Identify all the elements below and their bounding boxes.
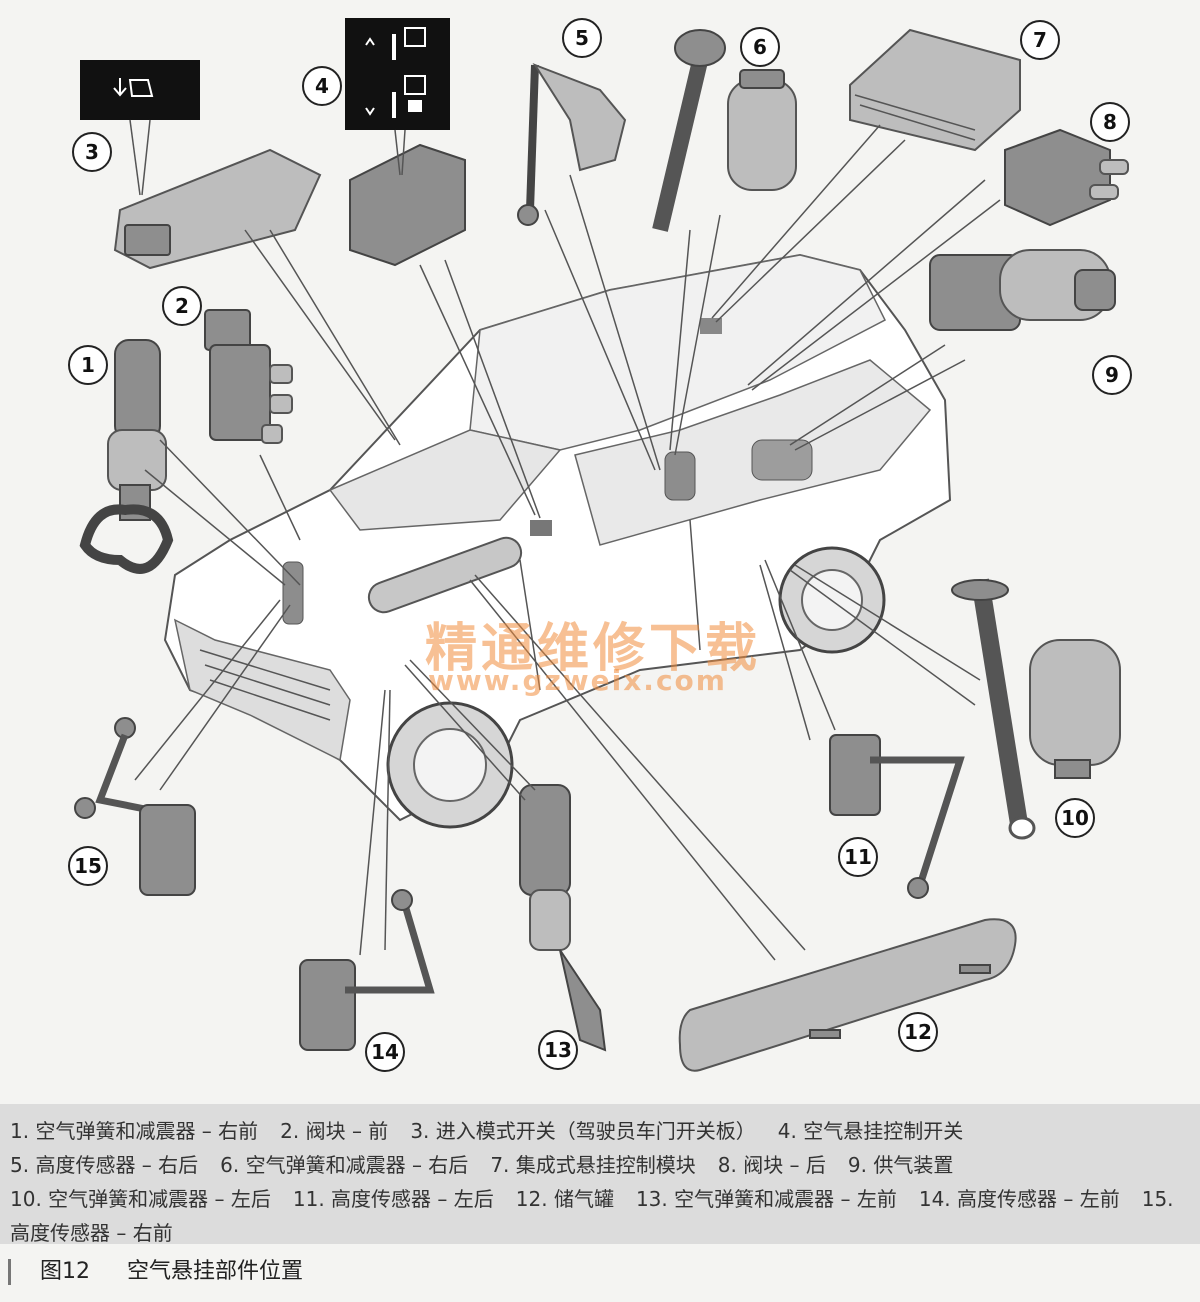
rear-spring-on-vehicle — [664, 451, 696, 501]
legend: 1. 空气弹簧和减震器 – 右前 2. 阀块 – 前 3. 进入模式开关（驾驶员车门… — [0, 1104, 1200, 1245]
watermark-url: www.gzweix.com — [428, 664, 727, 697]
callout-circle — [1090, 102, 1130, 142]
callout-circle — [740, 27, 780, 67]
figure-number: 图12 — [40, 1259, 90, 1284]
part-7-control-module — [849, 28, 1021, 152]
caption-bar — [8, 1259, 11, 1285]
legend-item: 11. 高度传感器 – 左后 — [292, 1187, 494, 1211]
figure-caption: 图12 空气悬挂部件位置 — [0, 1252, 1200, 1292]
reservoir-on-vehicle — [367, 536, 523, 614]
legend-item: 3. 进入模式开关（驾驶员车门开关板） — [410, 1119, 756, 1143]
components — [74, 18, 1129, 1072]
callout-number: 8 — [1103, 110, 1117, 134]
watermark-title: 精通维修下载 — [425, 618, 762, 679]
part-2-valve-block-front — [204, 309, 293, 444]
callout-circle — [72, 132, 112, 172]
part-13-air-spring-lf — [519, 784, 607, 1052]
callout-number: 3 — [85, 140, 99, 164]
callout-circle — [562, 18, 602, 58]
callout-circle — [1092, 355, 1132, 395]
legend-item: 6. 空气弹簧和减震器 – 右后 — [220, 1153, 469, 1177]
legend-item: 4. 空气悬挂控制开关 — [777, 1119, 964, 1143]
callout-number: 15 — [74, 854, 102, 878]
part-12-reservoir — [678, 918, 1017, 1072]
legend-item: 1. 空气弹簧和减震器 – 右前 — [10, 1119, 259, 1143]
callout-circle — [838, 837, 878, 877]
legend-item: 8. 阀块 – 后 — [717, 1153, 826, 1177]
part-6-air-spring-rr — [652, 29, 797, 232]
legend-item: 14. 高度传感器 – 左前 — [918, 1187, 1120, 1211]
legend-item: 15. 高度传感器 – 右前 — [10, 1187, 1174, 1245]
leader-lines — [134, 124, 1001, 961]
callout-circle — [365, 1032, 405, 1072]
part-9-air-supply-unit — [929, 249, 1116, 331]
legend-item: 5. 高度传感器 – 右后 — [10, 1153, 199, 1177]
legend-item: 9. 供气装置 — [847, 1153, 954, 1177]
callout-circle — [162, 286, 202, 326]
callout-circle — [1020, 20, 1060, 60]
switch-on-vehicle — [530, 520, 552, 536]
callout-circle — [898, 1012, 938, 1052]
callout-circle — [538, 1030, 578, 1070]
part-14-height-sensor-lf — [299, 889, 435, 1051]
legend-item: 2. 阀块 – 前 — [280, 1119, 389, 1143]
legend-item: 12. 储气罐 — [515, 1187, 614, 1211]
part-10-air-spring-lr — [951, 578, 1121, 840]
callout-circle — [68, 345, 108, 385]
part-8-valve-block-rear — [1004, 128, 1129, 227]
callout-number: 4 — [315, 74, 329, 98]
callout-circle — [68, 846, 108, 886]
side-door-line — [519, 519, 701, 691]
callout-circle — [1055, 798, 1095, 838]
part-3-entry-mode-switch — [80, 60, 322, 270]
callout-number: 12 — [904, 1020, 932, 1044]
figure-title: 空气悬挂部件位置 — [127, 1259, 304, 1284]
legend-item: 7. 集成式悬挂控制模块 — [490, 1153, 696, 1177]
callout-number: 13 — [544, 1038, 572, 1062]
callout-number: 2 — [175, 294, 189, 318]
vehicle-windshield — [328, 429, 562, 531]
callout-number: 5 — [575, 26, 589, 50]
part-4-suspension-switch — [345, 18, 466, 267]
callout-number: 1 — [81, 353, 95, 377]
callout-circle — [302, 66, 342, 106]
legend-item: 13. 空气弹簧和减震器 – 左前 — [635, 1187, 897, 1211]
callout-number: 9 — [1105, 363, 1119, 387]
callout-number: 10 — [1061, 806, 1089, 830]
callout-number: 14 — [371, 1040, 399, 1064]
front-wheel-hub — [413, 728, 487, 802]
legend-item: 10. 空气弹簧和减震器 – 左后 — [10, 1187, 271, 1211]
part-11-height-sensor-lr — [829, 734, 965, 899]
callout-number: 6 — [753, 35, 767, 59]
compressor-on-vehicle — [751, 439, 813, 481]
part-15-height-sensor-rf — [74, 717, 196, 896]
callout-number: 11 — [844, 845, 872, 869]
part-5-height-sensor-rr — [517, 62, 627, 226]
callout-number: 7 — [1033, 28, 1047, 52]
